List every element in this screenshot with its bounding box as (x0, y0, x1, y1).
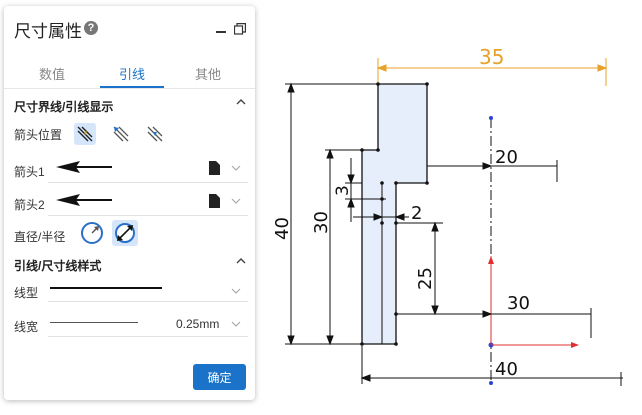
tab-divider (4, 88, 255, 89)
dimension-text-3: 3 (333, 185, 353, 196)
chevron-down-icon[interactable] (231, 287, 241, 298)
arrow-position-inside-icon[interactable] (74, 123, 96, 145)
axis-x-arrow (571, 342, 579, 348)
arrow-position-outside-icon[interactable] (110, 123, 130, 143)
line-width-preview[interactable] (50, 322, 138, 323)
field-underline (48, 301, 248, 302)
radius-style-icon[interactable] (79, 220, 105, 251)
line-width-value: 0.25mm (176, 317, 220, 331)
dimension-bottom-40 (360, 346, 623, 386)
help-icon[interactable]: ? (84, 21, 98, 35)
line-width-label: 线宽 (14, 320, 39, 334)
dimension-text-r30: 30 (507, 293, 530, 314)
dimension-r20 (427, 160, 558, 182)
arrow2-label: 箭头2 (14, 198, 45, 212)
field-underline (48, 182, 248, 183)
arrow2-preview[interactable] (54, 191, 114, 209)
dimension-25 (396, 221, 443, 316)
dimension-text-left-40: 40 (272, 217, 293, 240)
field-underline (48, 336, 248, 337)
dimension-text-2: 2 (411, 203, 422, 224)
dimension-properties-panel: 尺寸属性 ? 数值 引线 其他 尺寸界线/引线显示 箭头位置 箭头1 箭头2 直 (4, 6, 255, 400)
arrow-position-none-icon[interactable] (144, 123, 164, 143)
dimension-text-left-30: 30 (311, 211, 332, 234)
file-icon[interactable] (209, 161, 220, 180)
active-tab-indicator (100, 86, 164, 88)
ok-button[interactable]: 确定 (193, 364, 246, 390)
tab-value[interactable]: 数值 (38, 67, 65, 82)
section-title-style: 引线/尺寸线样式 (14, 259, 102, 273)
restore-icon[interactable] (233, 22, 246, 35)
diameter-style-icon[interactable] (112, 220, 138, 251)
axis-node (489, 116, 493, 120)
chevron-up-icon[interactable] (236, 256, 246, 268)
dimension-3 (345, 158, 386, 222)
tab-other[interactable]: 其他 (194, 67, 221, 82)
file-icon[interactable] (209, 194, 220, 213)
arrow1-preview[interactable] (54, 158, 114, 176)
chevron-up-icon[interactable] (236, 97, 246, 109)
dimension-left-30 (325, 148, 378, 346)
arrow1-label: 箭头1 (14, 165, 45, 179)
section-title-display: 尺寸界线/引线显示 (14, 100, 114, 114)
dimension-text-bottom-40: 40 (495, 359, 518, 380)
line-type-label: 线型 (14, 286, 39, 300)
line-type-preview[interactable] (50, 287, 162, 289)
dimension-left-40 (285, 82, 378, 346)
axis-node (489, 381, 493, 385)
axis-y-arrow (488, 256, 494, 264)
vertex-nodes (360, 82, 429, 346)
arrow-position-label: 箭头位置 (14, 128, 63, 142)
chevron-down-icon[interactable] (231, 320, 241, 331)
field-underline (48, 215, 248, 216)
dimension-35 (376, 58, 608, 86)
cad-drawing-canvas[interactable]: 35 20 30 40 25 (255, 0, 642, 415)
tab-leader[interactable]: 引线 (118, 67, 145, 82)
panel-title: 尺寸属性 (14, 22, 82, 41)
dimension-r30 (396, 308, 592, 338)
chevron-down-icon[interactable] (231, 197, 241, 208)
minimize-icon[interactable] (216, 31, 226, 33)
dimension-text-20: 20 (495, 147, 518, 168)
dimension-text-35: 35 (479, 45, 504, 69)
chevron-down-icon[interactable] (231, 164, 241, 175)
diameter-radius-label: 直径/半径 (14, 230, 66, 244)
dimension-2 (353, 210, 409, 226)
dimension-text-25: 25 (415, 267, 436, 290)
